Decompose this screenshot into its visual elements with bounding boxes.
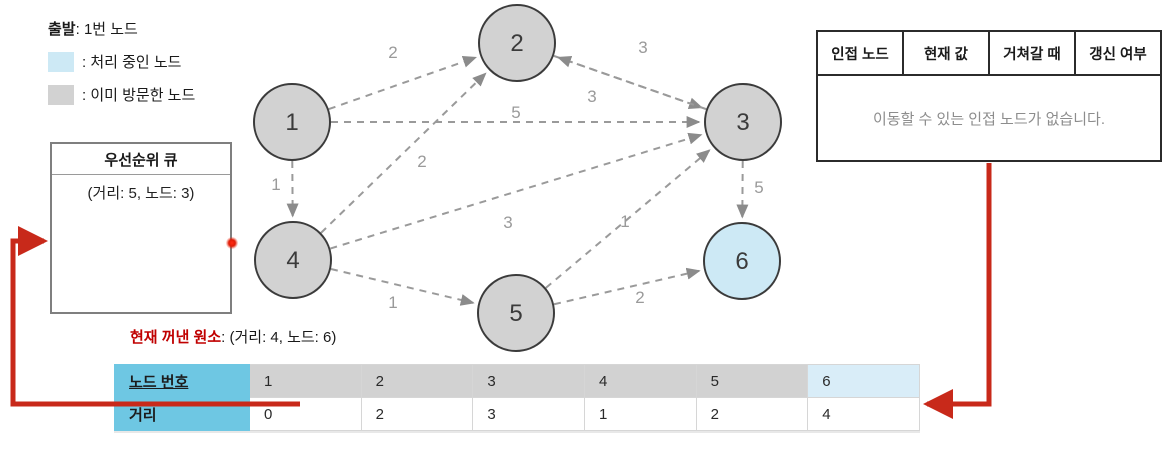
graph-node-label-6: 6 xyxy=(735,248,748,275)
caption-value: : (거리: 4, 노드: 6) xyxy=(221,329,337,346)
graph-edge-4-to-5 xyxy=(330,268,475,306)
relaxation-col-adjacent-node: 인접 노드 xyxy=(818,32,904,74)
priority-queue-title: 우선순위 큐 xyxy=(52,144,230,175)
node-cell-5: 5 xyxy=(695,364,809,398)
table-row-node-numbers: 노드 번호 1 2 3 4 5 6 xyxy=(114,364,920,398)
relaxation-col-updated: 갱신 여부 xyxy=(1089,46,1147,63)
edge-weight-1-3: 5 xyxy=(511,103,520,122)
node-cell-2: 2 xyxy=(360,364,474,398)
queue-marker-dot-icon xyxy=(226,237,238,249)
legend: 출발: 1번 노드 : 처리 중인 노드 : 이미 방문한 노드 xyxy=(48,18,195,105)
graph-edge-3-to-2 xyxy=(557,55,707,111)
distance-cell-6: 4 xyxy=(807,397,920,431)
graph-node-6[interactable] xyxy=(703,222,781,300)
graph-diagram: 2 5 1 2 3 3 3 1 1 2 5 1 2 3 4 5 6 xyxy=(253,4,782,352)
edge-weight-1-4: 1 xyxy=(271,175,280,194)
legend-label-visited: : 이미 방문한 노드 xyxy=(82,87,196,104)
legend-item-visited: : 이미 방문한 노드 xyxy=(48,84,195,105)
graph-node-label-5: 5 xyxy=(509,300,522,327)
flow-arrow-relaxation-to-table xyxy=(922,163,992,419)
relaxation-table-header-row: 인접 노드 현재 값 거쳐갈 때 갱신 여부 xyxy=(818,32,1160,76)
caption-key: 현재 꺼낸 원소 xyxy=(130,329,222,346)
graph-node-3[interactable] xyxy=(704,83,782,161)
table-row-distances: 거리 0 2 3 1 2 4 xyxy=(114,397,920,431)
legend-swatch-visited-icon xyxy=(48,84,74,105)
edge-weight-1-2: 2 xyxy=(388,43,397,62)
distance-table: 노드 번호 1 2 3 4 5 6 거리 0 2 3 1 2 4 xyxy=(114,364,920,431)
legend-item-processing: : 처리 중인 노드 xyxy=(48,51,195,72)
graph-node-label-3: 3 xyxy=(736,109,749,136)
edge-weight-5-3: 1 xyxy=(620,212,629,231)
distance-cell-5: 2 xyxy=(695,397,809,431)
distance-cell-1: 0 xyxy=(249,397,362,431)
row-header-node-number-text: 노드 번호 xyxy=(129,373,189,391)
legend-label-processing: : 처리 중인 노드 xyxy=(82,54,182,71)
priority-queue-panel: 우선순위 큐 (거리: 5, 노드: 3) xyxy=(50,142,232,314)
legend-start-value: : 1번 노드 xyxy=(75,21,138,38)
graph-edges xyxy=(286,54,749,306)
graph-node-5[interactable] xyxy=(477,274,555,352)
edge-weight-2-3: 3 xyxy=(638,38,647,57)
legend-swatch-processing-icon xyxy=(48,51,74,72)
graph-nodes: 1 2 3 4 5 6 xyxy=(253,4,782,352)
graph-edge-weights: 2 5 1 2 3 3 3 1 1 2 5 xyxy=(271,38,763,312)
edge-weight-3-2: 3 xyxy=(587,87,596,106)
relaxation-col-via: 거쳐갈 때 xyxy=(990,32,1076,74)
node-cell-1: 1 xyxy=(249,364,362,398)
graph-node-4[interactable] xyxy=(254,221,332,299)
distance-cell-3: 3 xyxy=(472,397,585,431)
graph-node-label-1: 1 xyxy=(285,109,298,136)
current-popped-element-caption: 현재 꺼낸 원소: (거리: 4, 노드: 6) xyxy=(130,326,336,347)
distance-cell-2: 2 xyxy=(360,397,474,431)
graph-edge-5-to-3 xyxy=(545,149,711,289)
edge-weight-4-3: 3 xyxy=(503,213,512,232)
relaxation-col-current-value: 현재 값 xyxy=(904,32,990,74)
flow-arrow-table-to-queue xyxy=(10,226,300,407)
relaxation-table-empty-message: 이동할 수 있는 인접 노드가 없습니다. xyxy=(872,110,1105,128)
legend-start-line: 출발: 1번 노드 xyxy=(48,18,195,39)
relaxation-table: 인접 노드 현재 값 거쳐갈 때 갱신 여부 이동할 수 있는 인접 노드가 없… xyxy=(816,30,1162,162)
graph-node-1[interactable] xyxy=(253,83,331,161)
edge-weight-3-6: 5 xyxy=(754,178,763,197)
node-cell-6: 6 xyxy=(807,364,920,398)
graph-node-label-2: 2 xyxy=(510,30,523,57)
edge-weight-5-6: 2 xyxy=(635,288,644,307)
distance-cell-4: 1 xyxy=(583,397,697,431)
node-cell-3: 3 xyxy=(472,364,585,398)
legend-start-label: 출발 xyxy=(48,21,76,38)
edge-weight-4-5: 1 xyxy=(388,293,397,312)
edge-weight-4-2: 2 xyxy=(417,152,426,171)
graph-node-2[interactable] xyxy=(478,4,556,82)
priority-queue-entry: (거리: 5, 노드: 3) xyxy=(87,185,195,202)
graph-node-label-4: 4 xyxy=(286,247,299,274)
node-cell-4: 4 xyxy=(583,364,697,398)
